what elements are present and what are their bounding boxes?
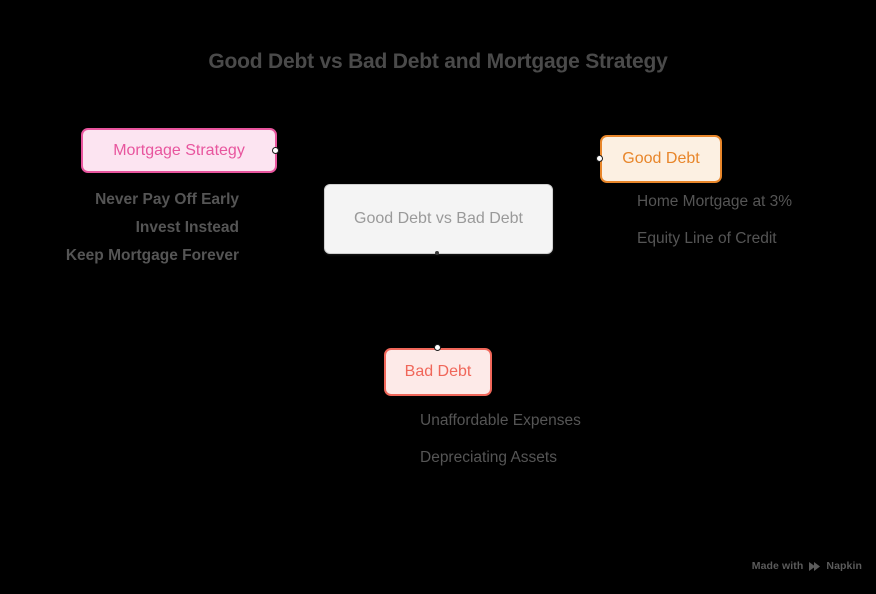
node-mortgage-strategy-label: Mortgage Strategy — [113, 141, 245, 159]
list-item: Keep Mortgage Forever — [65, 247, 239, 265]
list-item: Equity Line of Credit — [637, 230, 777, 248]
watermark-brand-label: Napkin — [826, 560, 862, 572]
node-good-debt[interactable]: Good Debt — [600, 135, 722, 183]
node-mortgage-strategy[interactable]: Mortgage Strategy — [81, 128, 277, 173]
child-list-mortgage-strategy: Never Pay Off Early Invest Instead Keep … — [39, 188, 239, 272]
watermark-made-with-label: Made with — [751, 560, 804, 572]
connector-dot-center-bottom — [435, 251, 439, 255]
node-bad-debt[interactable]: Bad Debt — [384, 348, 492, 396]
list-item: Unaffordable Expenses — [420, 412, 581, 429]
list-item: Never Pay Off Early — [95, 191, 239, 208]
node-center-good-debt-vs-bad-debt[interactable]: Good Debt vs Bad Debt — [324, 184, 553, 254]
connector-dot-bad-debt-top — [434, 344, 441, 351]
connector-dot-mortgage-right — [272, 147, 279, 154]
list-item: Home Mortgage at 3% — [637, 193, 793, 210]
list-item: Depreciating Assets — [420, 449, 557, 467]
list-item: Invest Instead — [135, 219, 239, 237]
child-list-bad-debt: Unaffordable Expenses Depreciating Asset… — [420, 409, 590, 483]
watermark: Made with Napkin — [752, 560, 862, 572]
node-center-label: Good Debt vs Bad Debt — [354, 210, 523, 228]
node-good-debt-label: Good Debt — [622, 150, 700, 168]
connector-dot-good-debt-left — [596, 155, 603, 162]
page-title: Good Debt vs Bad Debt and Mortgage Strat… — [208, 50, 668, 73]
node-bad-debt-label: Bad Debt — [404, 363, 472, 381]
napkin-logo-icon — [808, 561, 821, 572]
child-list-good-debt: Home Mortgage at 3% Equity Line of Credi… — [637, 190, 815, 264]
